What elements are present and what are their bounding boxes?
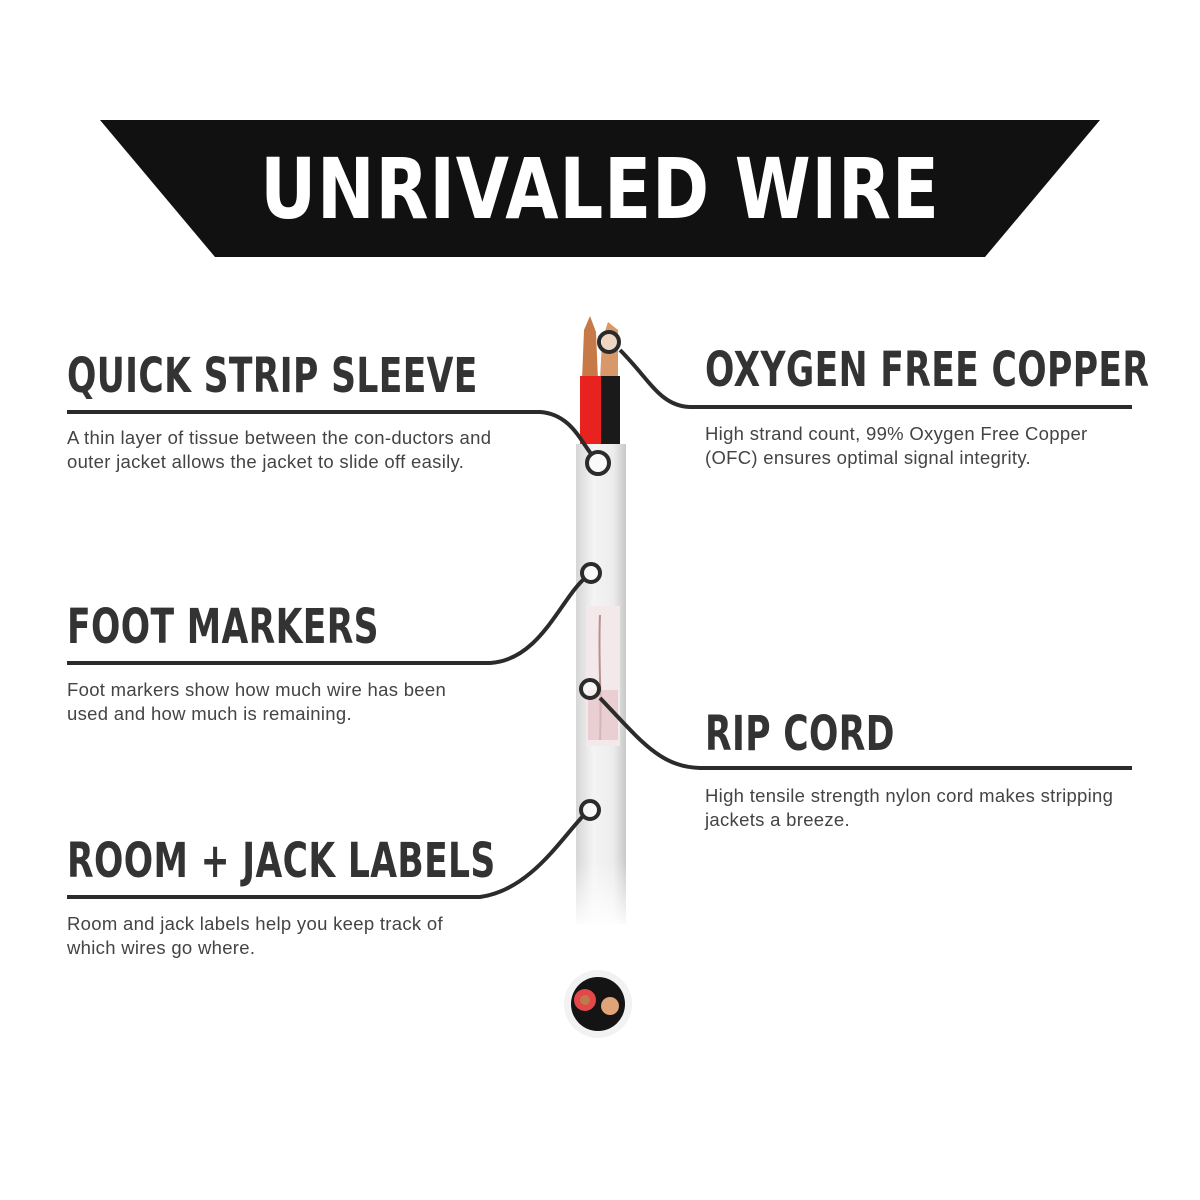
banner-title: UNRIVALED WIRE (260, 139, 940, 238)
foot-markers-description: Foot markers show how much wire has been… (67, 679, 447, 724)
rip-cord-heading: RIP CORD (705, 706, 895, 762)
foot-markers-heading: FOOT MARKERS (67, 599, 379, 655)
room-jack-labels-heading: ROOM + JACK LABELS (67, 833, 496, 889)
oxygen-free-copper-heading: OXYGEN FREE COPPER (705, 342, 1150, 398)
rip-cord-description: High tensile strength nylon cord makes s… (705, 785, 1114, 830)
oxygen-free-copper-description: High strand count, 99% Oxygen Free Coppe… (705, 423, 1088, 468)
room-jack-labels-description: Room and jack labels help you keep track… (67, 913, 443, 958)
quick-strip-heading: QUICK STRIP SLEEVE (67, 348, 478, 404)
quick-strip-description: A thin layer of tissue between the con-d… (67, 427, 492, 472)
